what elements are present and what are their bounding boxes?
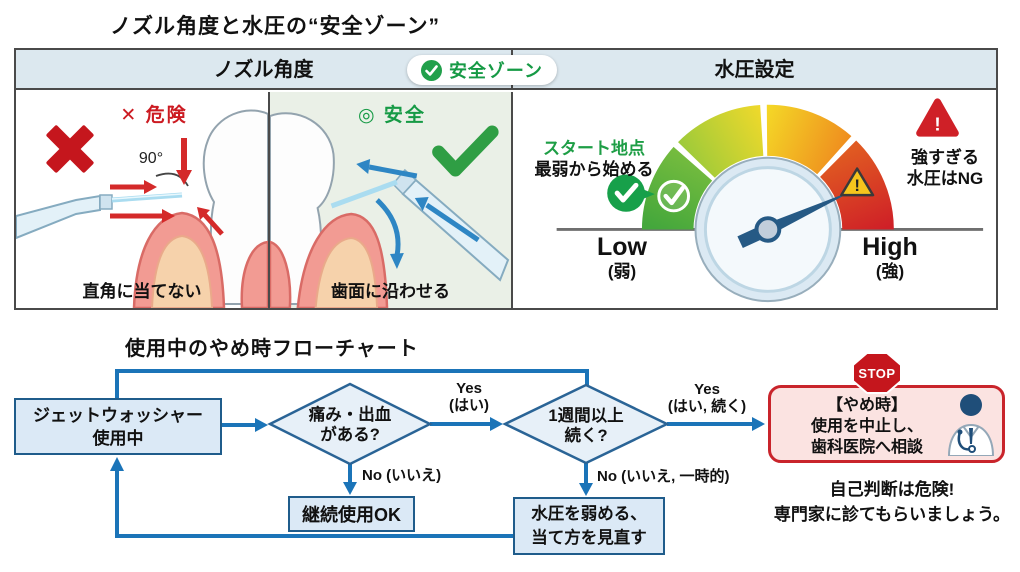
gauge-illustration: ! ! xyxy=(556,98,984,303)
decision-over-week-label: 1週間以上 続く? xyxy=(548,407,624,445)
page-title: ノズル角度と水圧の“安全ゾーン” xyxy=(110,15,440,38)
decision-pain-bleeding xyxy=(267,382,433,466)
gum-inner xyxy=(314,236,379,308)
footnote: 自己判断は危険! 専門家に診てもらいましょう。 xyxy=(773,480,1011,524)
loop-top-line xyxy=(115,369,589,398)
yes1-label: Yes (はい) xyxy=(449,380,489,414)
start-box: ジェットウォッシャー 使用中 xyxy=(14,398,222,455)
danger-caption: 直角に当てない xyxy=(82,282,202,301)
arc-check-icon xyxy=(657,179,691,213)
doctor-icon xyxy=(947,394,995,456)
stop-sign-icon: STOP xyxy=(852,352,902,394)
ng-warning-triangle-icon: ! xyxy=(916,98,959,137)
check-circle-icon xyxy=(420,59,442,81)
circle-mark: ◎ xyxy=(358,105,377,126)
panel-pressure-gauge: ! ! スタート地点 最弱から始める Low xyxy=(513,92,996,308)
yes2-label: Yes (はい, 続く) xyxy=(667,381,747,415)
warning-triangle-on-arc-icon: ! xyxy=(840,167,875,197)
safe-illustration xyxy=(270,112,510,308)
angle-90-label: 90° xyxy=(138,150,164,167)
start-check-bubble-icon xyxy=(607,174,655,212)
safe-zone-badge-label: 安全ゾーン xyxy=(448,61,544,81)
stop-box: 【やめ時】 使用を中止し、 歯科医院へ相談 xyxy=(768,385,1005,463)
angle-arc xyxy=(155,172,189,187)
x-mark: ✕ xyxy=(120,105,139,126)
flowchart-lines xyxy=(110,369,765,538)
stop-box-text: 【やめ時】 使用を中止し、 歯科医院へ相談 xyxy=(810,397,923,456)
adjust-box: 水圧を弱める、 当て方を見直す xyxy=(513,497,665,555)
danger-label: ✕ 危険 xyxy=(120,105,188,126)
gum-corner xyxy=(240,240,268,308)
safety-zone-table: ノズル角度 水圧設定 安全ゾーン xyxy=(14,48,998,310)
danger-illustration xyxy=(16,109,268,308)
flowchart-title: 使用中のやめ時フローチャート xyxy=(125,338,419,360)
panel-danger-angle: ✕ 危険 90° 直角に当てない xyxy=(16,92,270,308)
panel-safe-angle: ◎ 安全 歯面に沿わせる xyxy=(270,92,513,308)
loop-bottom-line xyxy=(115,470,513,538)
gauge-low-label: Low (弱) xyxy=(597,233,647,282)
needle xyxy=(765,190,855,235)
warn-exclamation: ! xyxy=(854,176,860,195)
blue-flow-arrows xyxy=(356,159,480,269)
header-nozzle-angle: ノズル角度 xyxy=(213,59,314,81)
arrowheads xyxy=(110,417,765,496)
gum-corner xyxy=(270,240,292,308)
gum-inner xyxy=(150,234,214,308)
water-jet xyxy=(111,192,183,203)
safe-label: ◎ 安全 xyxy=(358,105,426,126)
decision-over-week xyxy=(502,383,670,465)
stop-sign-label: STOP xyxy=(858,366,895,381)
green-check-icon xyxy=(432,125,499,177)
header-water-pressure: 水圧設定 xyxy=(511,50,996,90)
continue-ok-box: 継続使用OK xyxy=(288,496,415,532)
nozzle-connector xyxy=(99,194,113,210)
nozzle-handle xyxy=(401,178,510,282)
water-jet xyxy=(330,179,398,209)
safe-zone-badge: 安全ゾーン xyxy=(407,55,557,85)
nozzle-handle xyxy=(16,194,101,240)
no1-label: No (いいえ) xyxy=(362,467,442,484)
big-x-icon xyxy=(46,125,94,173)
ng-exclamation: ! xyxy=(934,113,940,134)
gauge-arc-yellowgreen xyxy=(678,104,764,178)
red-arrows xyxy=(110,138,224,236)
safe-caption: 歯面に沿わせる xyxy=(331,282,450,301)
gauge-high-label: High (強) xyxy=(862,233,918,282)
needle-hub xyxy=(754,216,782,243)
gauge-ng-label: 強すぎる 水圧はNG xyxy=(906,148,984,188)
gauge-start-sub: 最弱から始める xyxy=(534,160,654,179)
decision-pain-bleeding-label: 痛み・出血 がある? xyxy=(308,406,392,444)
gauge-start-title: スタート地点 xyxy=(543,139,645,158)
no2-label: No (いいえ, 一時的) xyxy=(597,468,730,485)
gauge-arc-orange xyxy=(766,104,852,175)
water-jet-core xyxy=(111,193,183,200)
gauge-arc-green xyxy=(641,146,713,230)
